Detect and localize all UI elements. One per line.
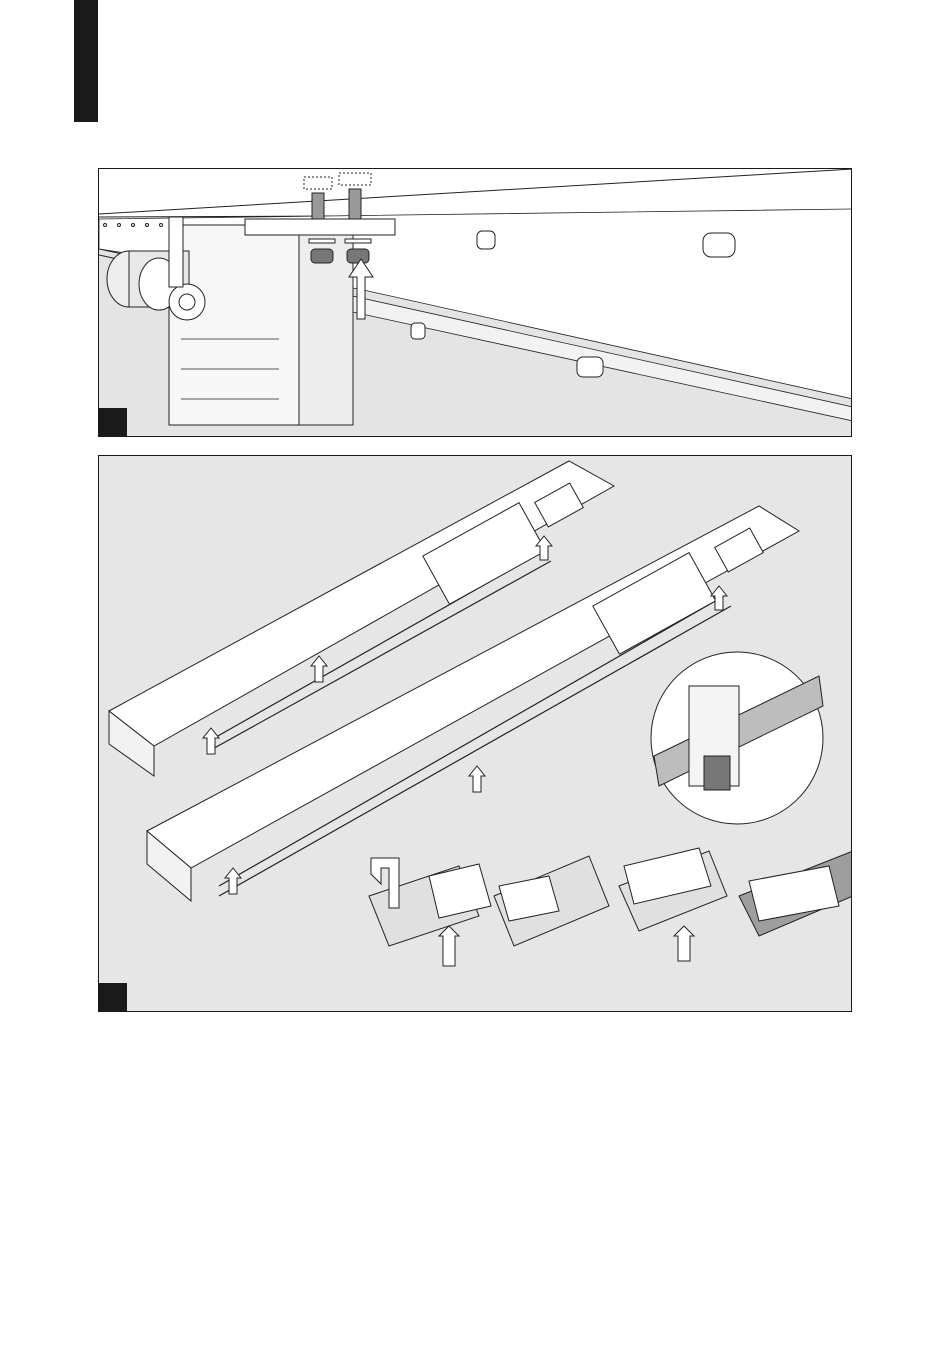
- figure-bottom-rail-assembly: [98, 455, 852, 1012]
- figure-number-badge: [99, 408, 127, 436]
- belt-clamp-detail: [369, 848, 852, 966]
- figure-top-mounting: [98, 168, 852, 437]
- section-tab: [74, 0, 98, 122]
- drive-unit-illustration: [99, 169, 852, 437]
- door-operator-rail-illustration: [99, 456, 852, 1012]
- figure-number-badge: [99, 983, 127, 1011]
